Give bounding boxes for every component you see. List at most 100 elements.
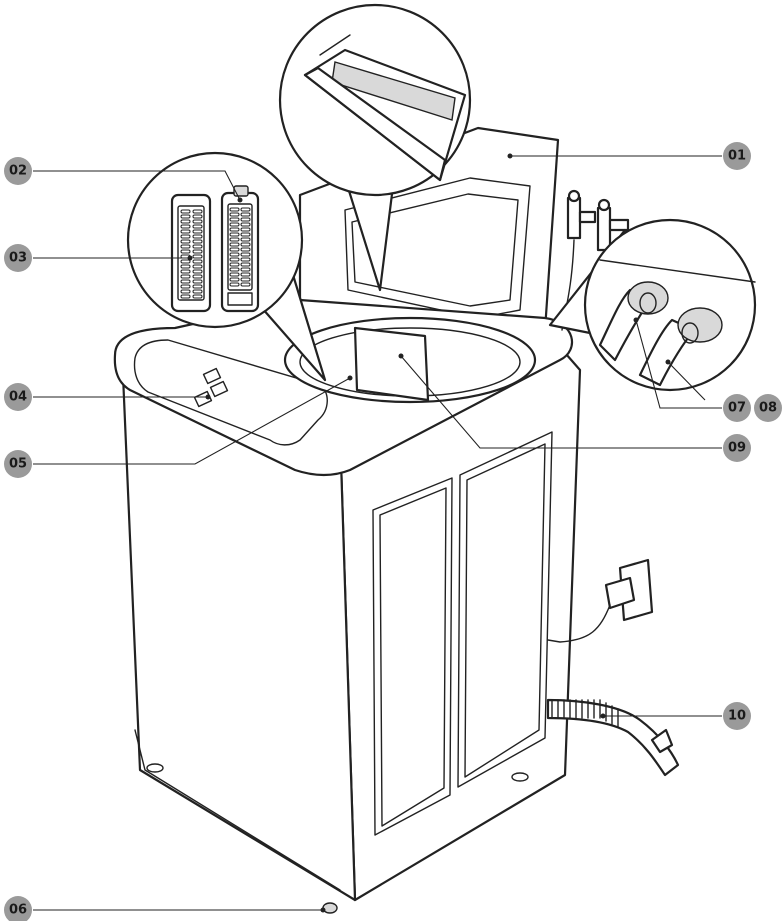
callout-10-label: 10	[728, 709, 746, 724]
filter-slot	[180, 284, 191, 289]
filter-slot	[192, 239, 203, 244]
filter-slot	[192, 284, 203, 289]
filter-slot	[229, 272, 240, 277]
filter-slot	[229, 212, 240, 217]
filter-slot	[240, 212, 251, 217]
callout-05-label: 05	[9, 457, 27, 472]
filter-slot	[240, 232, 251, 237]
callout-08-label: 08	[759, 401, 777, 416]
front-foot	[146, 763, 164, 773]
filter-slot	[229, 232, 240, 237]
callout-03-label: 03	[9, 251, 27, 266]
filter-slot	[180, 294, 191, 299]
filter-slot	[192, 289, 203, 294]
filter-slot	[192, 229, 203, 234]
lint-filter	[170, 193, 212, 313]
callout-06-label: 06	[9, 903, 27, 918]
filter-slot	[180, 229, 191, 234]
filter-slot	[180, 269, 191, 274]
filter-slot	[192, 224, 203, 229]
callout-07-label: 07	[728, 401, 746, 416]
filter-slot	[240, 242, 251, 247]
callout-07: 07	[723, 394, 751, 422]
filter-slot	[240, 237, 251, 242]
callout-02-label: 02	[9, 164, 27, 179]
filter-slot	[229, 257, 240, 262]
leader-lines	[33, 153, 722, 913]
filter-slot	[229, 247, 240, 252]
filter-slot	[180, 264, 191, 269]
control-panel	[133, 339, 328, 446]
filter-slot	[192, 249, 203, 254]
callout-10: 10	[723, 702, 751, 730]
filter-slot	[240, 267, 251, 272]
filter-slot	[229, 252, 240, 257]
side-recess-panel-left	[372, 477, 453, 836]
filter-slot	[192, 269, 203, 274]
filter-slot	[180, 209, 191, 214]
filter-slot	[192, 209, 203, 214]
callout-08: 08	[754, 394, 782, 422]
filter-slot	[180, 279, 191, 284]
filter-slot	[240, 252, 251, 257]
filter-slot	[180, 234, 191, 239]
callout-01: 01	[723, 142, 751, 170]
filter-slot	[240, 277, 251, 282]
callout-02: 02	[4, 157, 32, 185]
detergent-drawer	[353, 326, 430, 402]
filter-slot	[180, 224, 191, 229]
callout-04-label: 04	[9, 390, 27, 405]
filter-slot	[180, 214, 191, 219]
filter-slot	[180, 244, 191, 249]
filter-slot	[229, 267, 240, 272]
filter-slot	[192, 274, 203, 279]
callout-01-label: 01	[728, 149, 746, 164]
filter-slot	[180, 239, 191, 244]
filter-slot	[229, 242, 240, 247]
filter-slot	[180, 274, 191, 279]
filter-slot	[240, 282, 251, 287]
filter-slot	[180, 289, 191, 294]
filter-slot	[240, 217, 251, 222]
filter-slot	[240, 222, 251, 227]
filter-slot	[192, 214, 203, 219]
dispenser-detail	[278, 3, 472, 292]
filter-slot	[229, 207, 240, 212]
washer-cabinet	[113, 126, 582, 914]
filter-slot	[229, 282, 240, 287]
filter-slot	[240, 272, 251, 277]
filter-slot	[229, 227, 240, 232]
filter-slot	[180, 259, 191, 264]
water-inlet-detail	[548, 189, 757, 392]
filter-slot	[192, 264, 203, 269]
lint-filter-cap	[220, 185, 260, 313]
side-recess-panel-right	[457, 431, 553, 788]
filter-slot	[240, 227, 251, 232]
callout-09: 09	[723, 434, 751, 462]
callout-04: 04	[4, 383, 32, 411]
callout-06: 06	[4, 896, 32, 921]
filter-slot	[192, 244, 203, 249]
lint-filter-detail	[126, 151, 327, 382]
callout-05: 05	[4, 450, 32, 478]
leveling-foot	[322, 902, 338, 914]
filter-slot	[229, 217, 240, 222]
filter-slot	[192, 254, 203, 259]
filter-slot	[240, 257, 251, 262]
cold-water-hose	[598, 281, 669, 362]
filter-slot	[229, 262, 240, 267]
hot-water-hose	[638, 307, 723, 387]
callout-09-label: 09	[728, 441, 746, 456]
filter-slot	[192, 279, 203, 284]
drain-hose	[546, 698, 680, 777]
filter-slot	[240, 262, 251, 267]
filter-slot	[192, 259, 203, 264]
filter-slot	[229, 222, 240, 227]
filter-slot	[229, 237, 240, 242]
filter-slot	[192, 234, 203, 239]
filter-slot	[192, 294, 203, 299]
filter-slot	[180, 219, 191, 224]
filter-slot	[192, 219, 203, 224]
